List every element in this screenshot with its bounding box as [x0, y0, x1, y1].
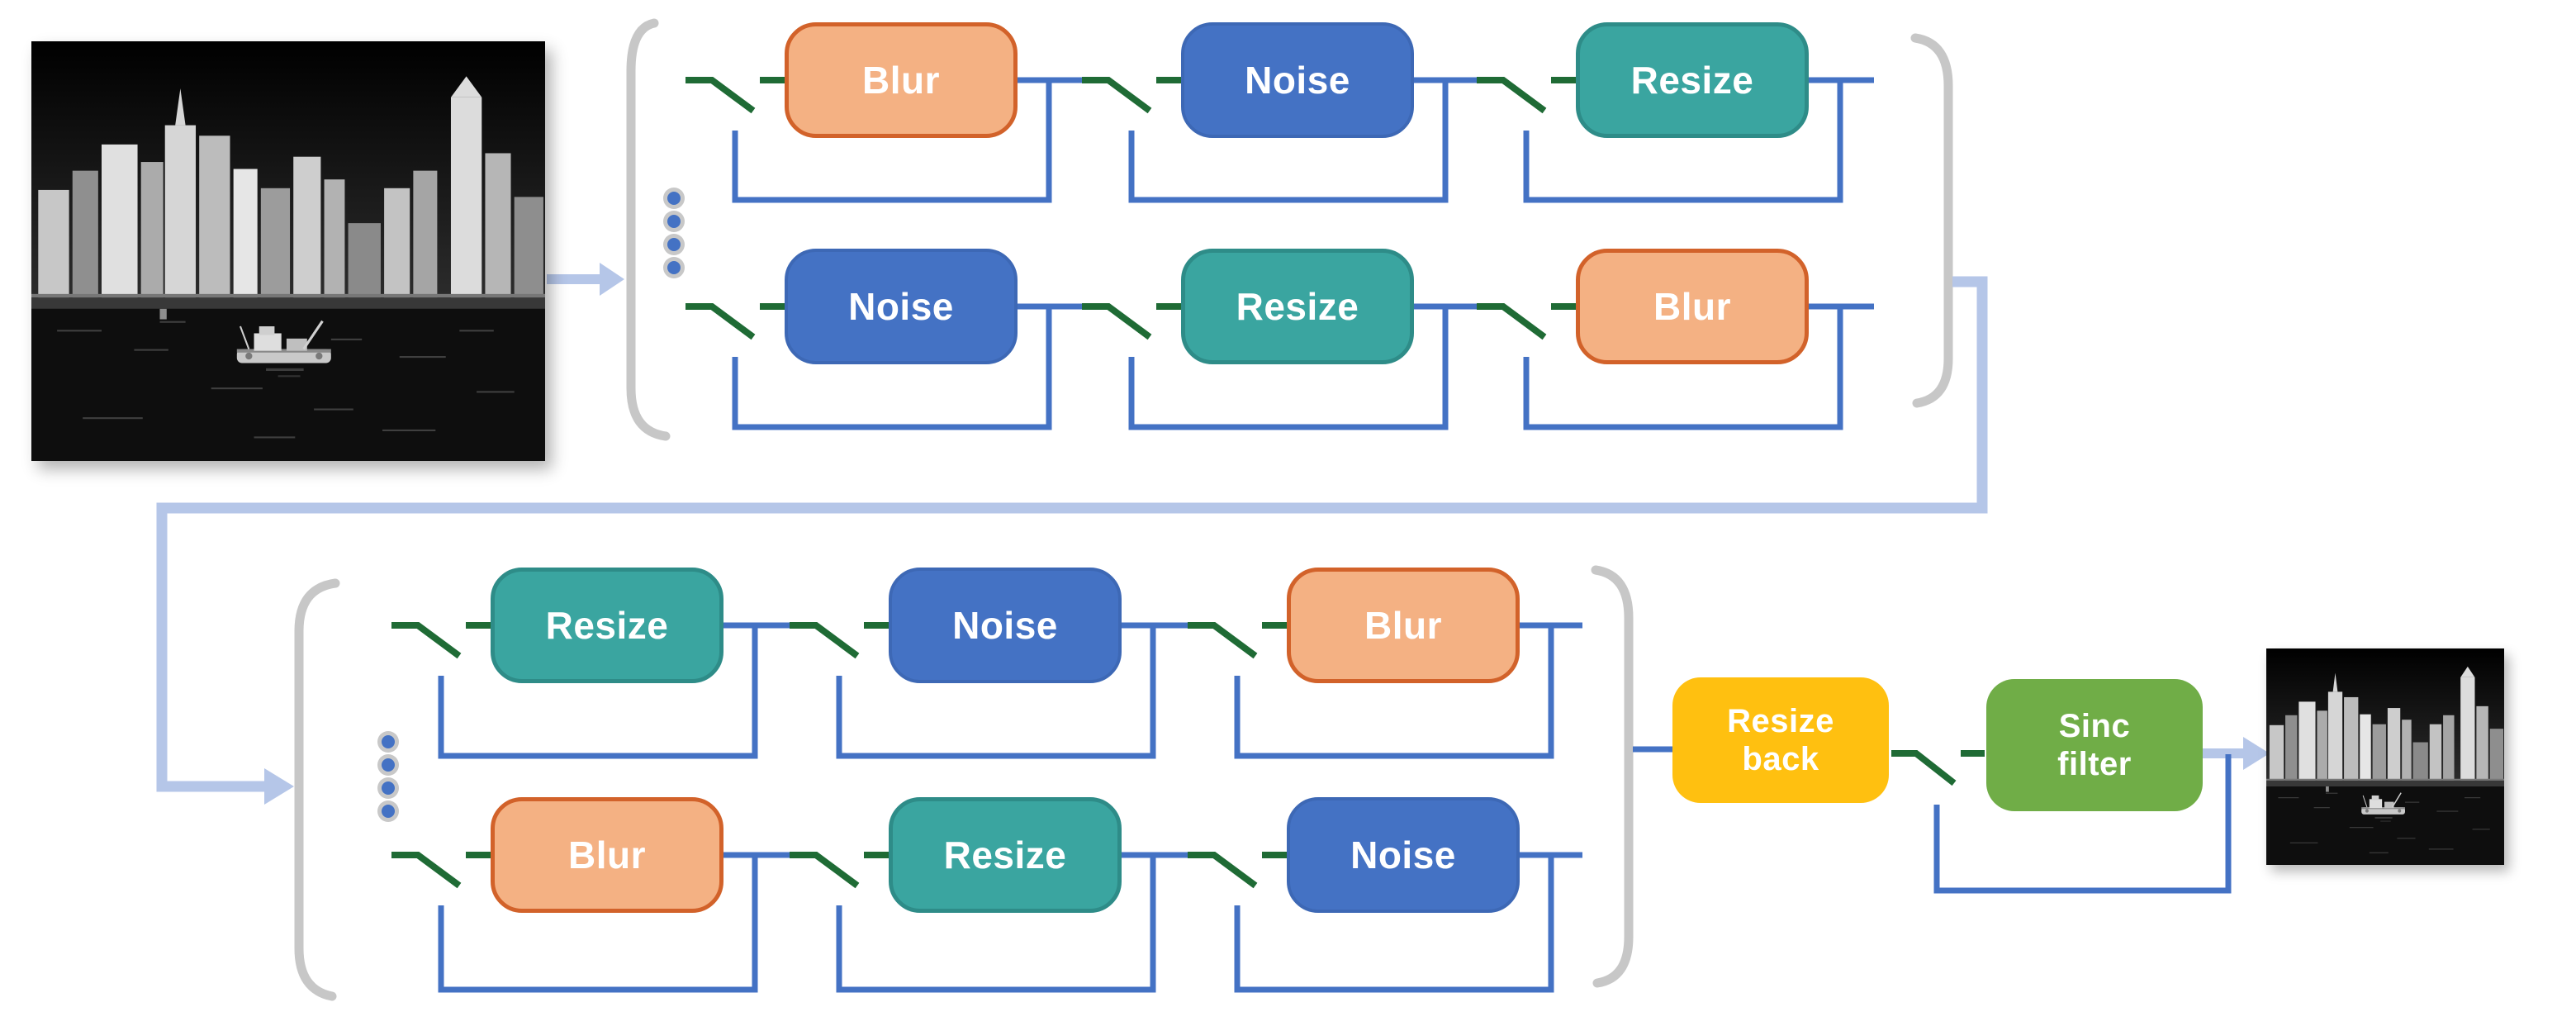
stage1-row1-block-resize: Resize — [1576, 22, 1809, 138]
stage1-row2-block-blur: Blur — [1576, 249, 1809, 364]
sinc-filter-bypass-wire — [1933, 754, 2232, 894]
stage2-row2-bypass-wires — [438, 855, 1554, 993]
stage1-row1-bypass-wires — [732, 80, 1843, 203]
stage2-row2-block-resize: Resize — [889, 797, 1122, 913]
resize-back-block: Resize back — [1672, 677, 1889, 803]
stage2-row2-block-blur: Blur — [491, 797, 723, 913]
stage1-to-stage2-connector-arrow-icon — [156, 276, 1988, 805]
input-image — [31, 41, 545, 461]
stage2-row1-block-resize: Resize — [491, 568, 723, 683]
stage2-wires — [438, 622, 1582, 993]
tail-wires — [1633, 746, 2232, 894]
output-arrow-icon — [2203, 737, 2270, 770]
stage1-row1-block-noise: Noise — [1181, 22, 1414, 138]
stage2-row1-block-blur: Blur — [1287, 568, 1520, 683]
stage1-row1-block-blur: Blur — [785, 22, 1018, 138]
skip-switch-icons — [391, 77, 1985, 889]
stage1-row2-block-noise: Noise — [785, 249, 1018, 364]
stage1-right-bracket-icon — [1910, 33, 1953, 408]
stage2-shuffle-dots-icon — [377, 731, 399, 822]
sinc-filter-block: Sinc filter — [1986, 679, 2203, 811]
stage2-row1-bypass-wires — [438, 625, 1554, 759]
stage1-row2-bypass-wires — [732, 306, 1843, 430]
stage2-row1-block-noise: Noise — [889, 568, 1122, 683]
stage1-shuffle-dots-icon — [663, 188, 685, 278]
stage2-left-bracket-icon — [294, 578, 340, 1001]
output-image — [2266, 648, 2504, 865]
stage2-right-bracket-icon — [1591, 565, 1634, 988]
stage1-left-bracket-icon — [626, 18, 671, 441]
stage2-row2-block-noise: Noise — [1287, 797, 1520, 913]
input-arrow-icon — [547, 263, 624, 296]
stage1-wires — [732, 77, 1874, 430]
stage1-row2-block-resize: Resize — [1181, 249, 1414, 364]
